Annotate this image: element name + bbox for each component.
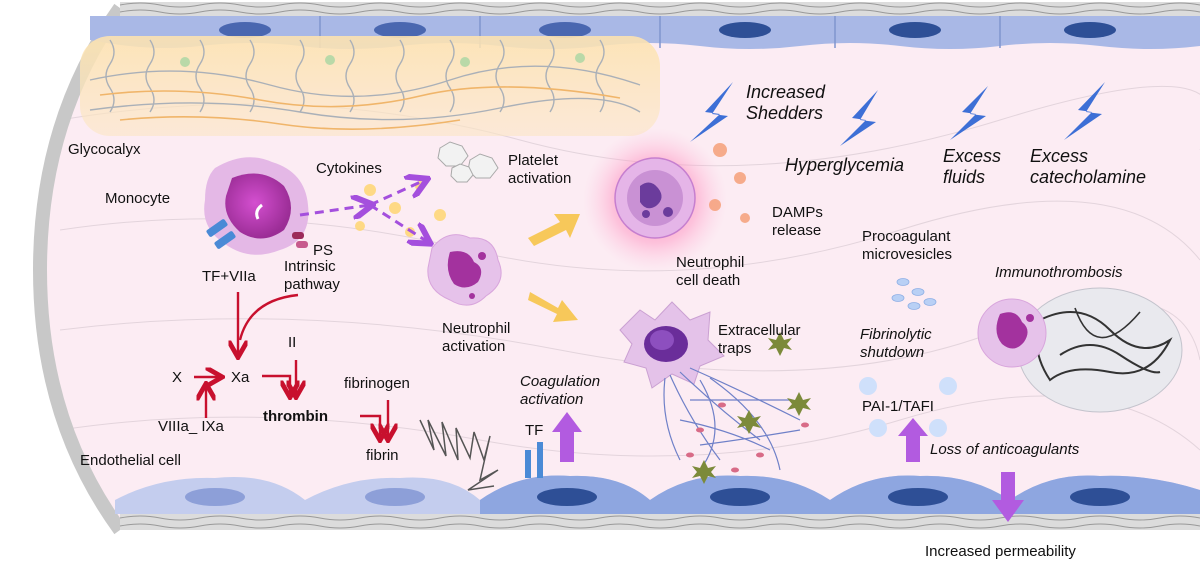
label-fibrin: fibrin — [366, 447, 399, 464]
label-excess-fluids: Excess fluids — [943, 146, 1002, 187]
label-glycocalyx: Glycocalyx — [68, 141, 141, 158]
label-platelet-activation: Platelet activation — [508, 152, 572, 187]
ps-marker-icon — [292, 232, 308, 248]
label-increased-permeability: Increased permeability — [925, 543, 1076, 560]
label-monocyte: Monocyte — [105, 190, 171, 207]
label-thrombin: thrombin — [263, 408, 328, 425]
extracellular-trap-fibers — [663, 367, 801, 471]
label-increased-shedders: Increased Shedders — [746, 82, 826, 123]
monocyte-cell — [204, 157, 309, 255]
trap-platelets — [692, 332, 811, 484]
label-neutrophil-cell-death: Neutrophil cell death — [676, 254, 745, 289]
label-factor-ii: II — [288, 334, 297, 351]
label-endothelial-cell: Endothelial cell — [80, 452, 181, 469]
label-cytokines: Cytokines — [316, 160, 382, 177]
endothelium-bottom — [115, 475, 1200, 514]
label-intrinsic-pathway: Intrinsic pathway — [284, 258, 340, 293]
label-tf: TF — [525, 422, 544, 439]
activated-neutrophil — [427, 234, 502, 306]
lightning-bolts — [690, 82, 1105, 146]
label-factor-xa: Xa — [231, 369, 250, 386]
label-factor-x: X — [172, 369, 183, 386]
damps-dots — [709, 143, 750, 223]
microvesicles — [891, 278, 937, 310]
dying-neutrophil — [614, 157, 696, 239]
label-tf-viia: TF+VIIa — [202, 268, 256, 285]
label-fibrinolytic-shutdown: Fibrinolytic shutdown — [860, 326, 932, 361]
fibrin-strands — [419, 419, 499, 491]
label-loss-of-anticoagulants: Loss of anticoagulants — [930, 441, 1080, 458]
label-coagulation-activation: Coagulation activation — [520, 373, 601, 408]
label-fibrinogen: fibrinogen — [344, 375, 410, 392]
cytokine-arrows — [299, 180, 428, 242]
purple-up-arrows — [552, 412, 928, 462]
label-procoagulant-microvesicles: Procoagulant microvesicles — [862, 228, 953, 263]
vessel-wall-bottom — [119, 514, 1200, 530]
tf-receptor-icon — [525, 442, 543, 478]
net-neutrophil — [619, 301, 725, 389]
pai-tafi-dots — [859, 377, 957, 437]
label-viiia-ixa: VIIIa_ IXa — [158, 418, 224, 435]
neutrophil-in-clot — [977, 298, 1047, 368]
label-extracellular-traps: Extracellular traps — [718, 322, 801, 357]
trap-rbcs — [686, 402, 809, 473]
tf-viia-receptor-icon — [206, 219, 236, 249]
yellow-arrows — [528, 214, 580, 322]
coagulation-cascade-arrows — [194, 292, 388, 438]
label-ps: PS — [313, 242, 334, 259]
label-hyperglycemia: Hyperglycemia — [785, 155, 905, 175]
permeability-down-arrow — [992, 472, 1024, 522]
glycocalyx-layer — [80, 36, 660, 136]
label-excess-catecholamine: Excess catecholamine — [1030, 146, 1147, 187]
vessel-wall-arc — [32, 3, 126, 535]
label-pai-tafi: PAI-1/TAFI — [862, 398, 934, 415]
label-neutrophil-activation: Neutrophil activation — [442, 320, 511, 355]
vessel-wall-top — [119, 2, 1200, 16]
label-damps-release: DAMPs release — [772, 204, 823, 239]
immunothrombosis-clot — [1017, 287, 1183, 413]
label-immunothrombosis: Immunothrombosis — [995, 264, 1123, 281]
vessel-lumen — [40, 8, 1200, 530]
platelet-cluster — [437, 141, 499, 183]
